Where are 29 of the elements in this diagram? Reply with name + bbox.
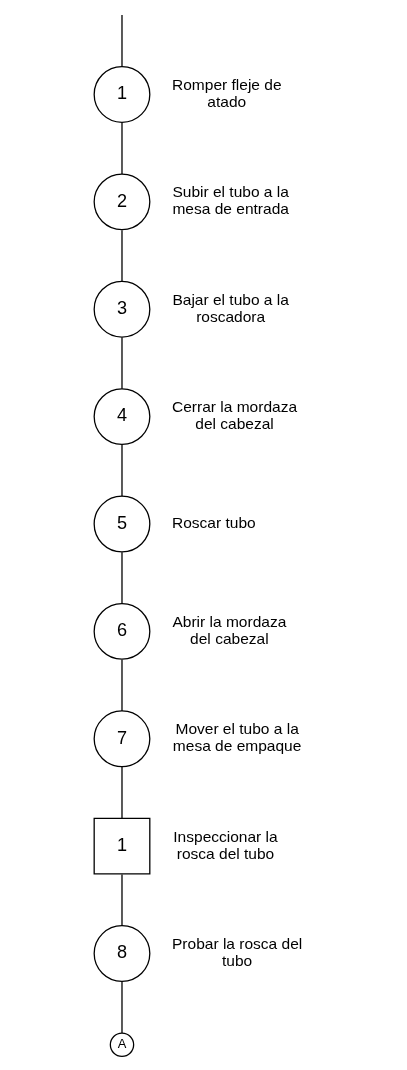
node-label: Probar la rosca del tubo	[172, 935, 303, 969]
connector	[121, 551, 123, 605]
connector	[121, 980, 123, 1034]
node-circle: 6	[93, 602, 151, 660]
node-circle: A	[109, 1032, 135, 1058]
connector	[121, 229, 123, 283]
node-label: Roscar tubo	[172, 514, 256, 532]
node-label: Bajar el tubo a la roscadora	[172, 290, 289, 325]
node-label: Inspeccionar la rosca del tubo	[173, 827, 278, 862]
connector	[121, 659, 123, 712]
node-circle: 3	[93, 280, 151, 338]
connector	[121, 336, 123, 390]
node-label: Subir el tubo a la mesa de entrada	[172, 183, 289, 218]
node-circle: 2	[93, 173, 151, 231]
node-circle: 7	[93, 710, 151, 768]
node-circle: 5	[93, 495, 151, 553]
connector	[121, 14, 123, 68]
node-label: Romper fleje de atado	[172, 76, 282, 110]
connector	[121, 873, 123, 927]
node-circle: 8	[93, 925, 151, 982]
node-box: 1	[93, 817, 151, 875]
connector	[121, 444, 123, 497]
connector	[121, 122, 123, 175]
node-circle: 1	[93, 66, 151, 123]
node-label: Cerrar la mordaza del cabezal	[172, 398, 298, 433]
node-label: Mover el tubo a la mesa de empaque	[172, 720, 302, 755]
node-label: Abrir la mordaza del cabezal	[172, 612, 287, 647]
connector	[121, 766, 123, 819]
node-circle: 4	[93, 388, 151, 446]
